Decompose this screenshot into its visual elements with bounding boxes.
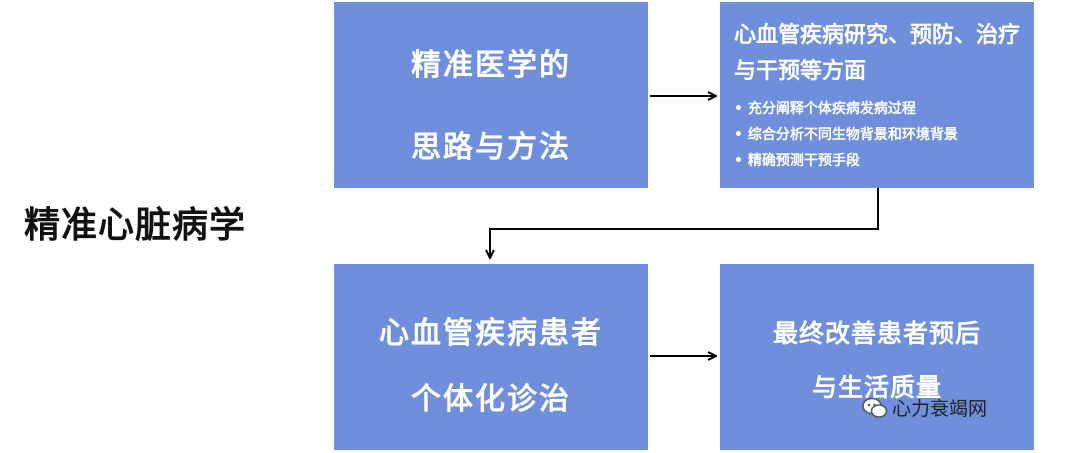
wechat-icon <box>862 397 888 418</box>
box-text-line: 最终改善患者预后 <box>772 319 981 348</box>
box-cardiovascular-research: 心血管疾病研究、预防、治疗与干预等方面 充分阐释个体疾病发病过程 综合分析不同生… <box>720 2 1034 188</box>
diagram-title: 精准心脏病学 <box>24 205 247 246</box>
box-text-line: 与生活质量 <box>811 373 942 402</box>
bullet-item: 精确预测干预手段 <box>734 148 958 174</box>
box-heading: 心血管疾病研究、预防、治疗与干预等方面 <box>734 23 1021 84</box>
bullet-list: 充分阐释个体疾病发病过程 综合分析不同生物背景和环境背景 精确预测干预手段 <box>734 96 958 174</box>
box-precision-medicine-approach: 精准医学的 思路与方法 <box>334 2 648 188</box>
box-text-line: 精准医学的 <box>411 48 571 83</box>
box-improved-prognosis: 最终改善患者预后 与生活质量 <box>720 264 1034 450</box>
box-text-line: 心血管疾病患者 <box>379 316 603 351</box>
box-text-line: 个体化诊治 <box>411 382 571 417</box>
bullet-item: 综合分析不同生物背景和环境背景 <box>734 122 958 148</box>
watermark-text: 心力衰竭网 <box>892 398 988 420</box>
box-text-line: 思路与方法 <box>411 130 571 165</box>
watermark: 心力衰竭网 <box>862 394 987 421</box>
box-individualized-treatment: 心血管疾病患者 个体化诊治 <box>334 264 648 450</box>
arrow-down-connector <box>490 188 879 258</box>
bullet-item: 充分阐释个体疾病发病过程 <box>734 96 958 122</box>
